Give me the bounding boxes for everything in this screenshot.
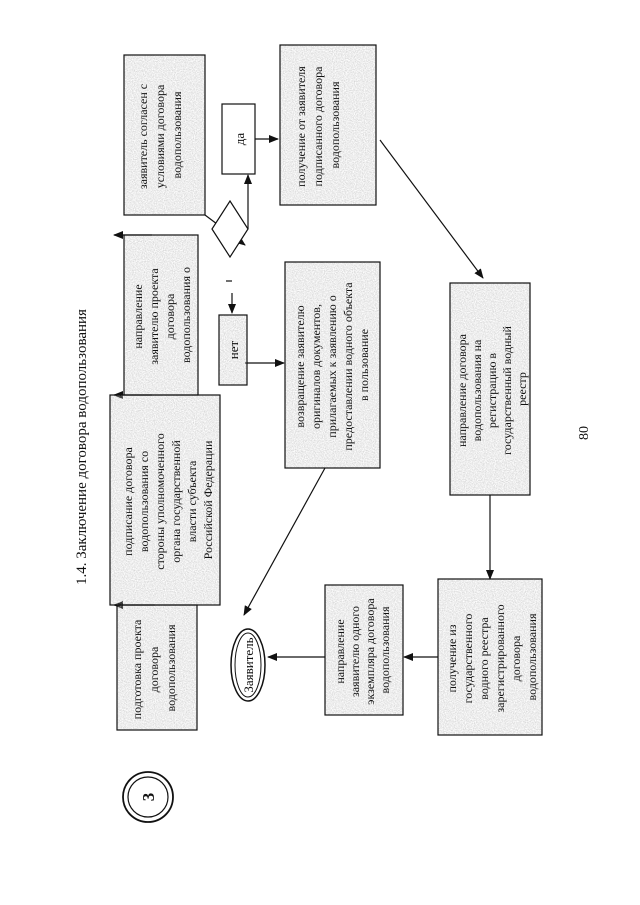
box-sign: подписание договора водопользования со с… (109, 394, 221, 606)
sign-line-5: власти субъекта (185, 460, 199, 542)
applicant-terminal: Заявитель (230, 628, 266, 702)
registry-receive-line-6: водопользования (525, 613, 539, 700)
receive-signed-line-3: водопользования (328, 81, 342, 168)
box-applicant-agrees: заявитель согласен с условиями договора … (123, 54, 206, 216)
box-no: нет (218, 314, 248, 386)
no-label: нет (226, 340, 241, 359)
sign-line-4: органа государственной (169, 440, 183, 563)
prepare-line-1: подготовка проекта (130, 619, 144, 719)
agrees-line-1: заявитель согласен с (136, 84, 150, 189)
registry-receive-line-1: получение из (445, 624, 459, 692)
box-return-docs: возвращение заявителю оригиналов докумен… (284, 261, 381, 469)
prepare-line-2: договора (147, 646, 161, 692)
svg-text:подписание договора водо: подписание договора водопользования со с… (121, 430, 215, 569)
decision-diamond (211, 199, 249, 259)
sign-line-1: подписание договора (121, 447, 135, 556)
box-send-draft: направление заявителю проекта договора в… (123, 234, 199, 396)
return-line-2: оригиналов документов, (309, 304, 323, 429)
return-line-4: предоставлении водного объекта (341, 282, 355, 451)
page-number: 80 (577, 426, 592, 440)
registry-receive-line-4: зарегистрированного (493, 604, 507, 712)
svg-text:направление заявителю пр: направление заявителю проекта договора в… (131, 265, 193, 364)
svg-text:направление заявителю од: направление заявителю одного экземпляра … (333, 595, 392, 704)
send-copy-line-3: экземпляра договора (363, 598, 377, 705)
section-title: 1.4. Заключение договора водопользования (74, 309, 90, 585)
applicant-label: Заявитель (241, 637, 256, 692)
send-draft-line-1: направление (131, 284, 145, 348)
registry-receive-line-5: договора (509, 635, 523, 681)
return-line-5: в пользование (357, 329, 371, 401)
box-yes: да (221, 103, 256, 175)
send-copy-line-4: водопользования (378, 606, 392, 693)
arrow-return-to-applicant (243, 467, 326, 616)
start-connector: 3 (122, 771, 174, 823)
box-send-copy: направление заявителю одного экземпляра … (324, 584, 404, 716)
send-draft-line-2: заявителю проекта (147, 268, 161, 365)
box-registry-receive: получение из государственного водного ре… (437, 578, 543, 736)
registry-receive-line-2: государственного (461, 614, 475, 704)
registry-send-line-2: водопользования на (470, 339, 484, 441)
start-label: 3 (139, 793, 158, 802)
prepare-line-3: водопользования (164, 624, 178, 711)
send-draft-line-3: договора (163, 293, 177, 339)
svg-text:подготовка проекта догов: подготовка проекта договора водопользова… (130, 617, 178, 720)
sign-line-6: Российской Федерации (201, 440, 215, 559)
registry-receive-line-3: водного реестра (477, 617, 491, 700)
send-draft-line-4: водопользования о (179, 267, 193, 363)
registry-send-line-4: государственный водный (500, 326, 514, 455)
receive-signed-line-2: подписанного договора (311, 66, 325, 187)
return-line-3: прилагаемых к заявлению о (325, 295, 339, 437)
return-line-1: возвращение заявителю (293, 305, 307, 427)
svg-text:получение из государстве: получение из государственного водного ре… (445, 601, 539, 712)
sign-line-3: стороны уполномоченного (153, 433, 167, 569)
send-copy-line-2: заявителю одного (348, 606, 362, 697)
agrees-line-3: водопользования (170, 91, 184, 178)
svg-text:получение от заявителя п: получение от заявителя подписанного дого… (294, 63, 342, 187)
box-registry-send: направление договора водопользования на … (449, 282, 531, 496)
registry-send-line-5: реестр (515, 372, 529, 406)
connectors (113, 135, 494, 661)
box-receive-signed: получение от заявителя подписанного дого… (279, 44, 377, 206)
agrees-line-2: условиями договора (153, 84, 167, 188)
arrow-receive-to-registry (379, 139, 484, 279)
sign-line-2: водопользования со (137, 451, 151, 552)
yes-label: да (232, 133, 247, 146)
svg-text:направление договора вод: направление договора водопользования на … (455, 323, 529, 455)
registry-send-line-3: регистрацию в (485, 353, 499, 429)
svg-text:заявитель согласен с усл: заявитель согласен с условиями договора … (136, 81, 184, 189)
registry-send-line-1: направление договора (455, 333, 469, 447)
receive-signed-line-1: получение от заявителя (294, 66, 308, 187)
svg-text:возвращение заявителю ор: возвращение заявителю оригиналов докумен… (293, 279, 371, 450)
send-copy-line-1: направление (333, 619, 347, 683)
box-prepare: подготовка проекта договора водопользова… (116, 604, 198, 731)
